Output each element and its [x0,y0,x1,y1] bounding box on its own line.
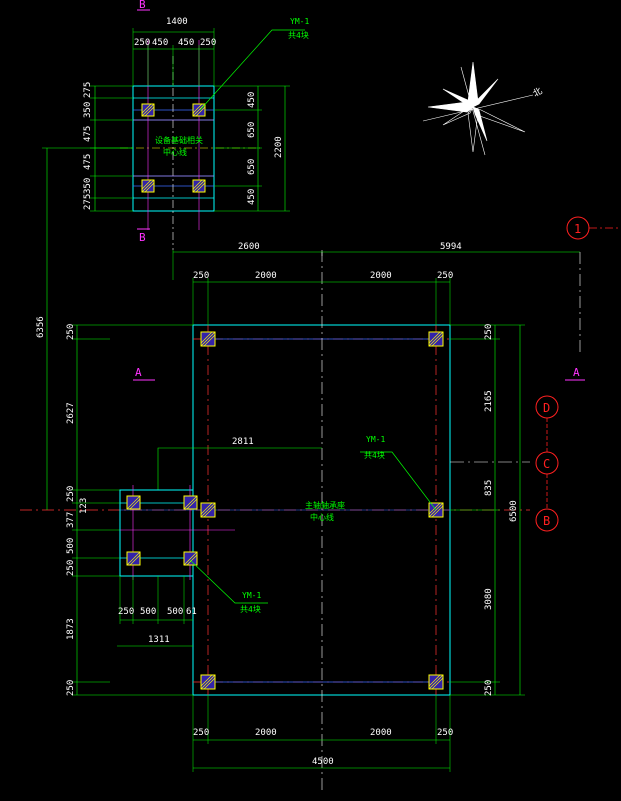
svg-text:C: C [543,457,550,471]
top-height-dim: 350 [83,102,93,118]
sub-anchor-bolt [183,495,198,510]
main-anchor-bolt [200,674,216,690]
main-right-dim: 2165 [484,390,494,412]
top-center-text-2: 中心线 [163,147,187,157]
main-left-dim: 500 [66,538,76,554]
main-bottom-dim: 2000 [370,728,392,738]
main-bottom-dim: 250 [437,728,453,738]
top-tag-leader [199,29,305,111]
main-left-dim: 250 [66,680,76,696]
top-height-total: 2200 [274,136,284,158]
axis-bubble-b [535,508,559,532]
dim-2600: 2600 [238,242,260,252]
main-left-dim: 377 [66,512,76,528]
main-right-dim: 250 [484,680,494,696]
sub-anchor-bolt [183,551,198,566]
top-anchor-bolt [141,103,155,117]
main-bottom-total: 4500 [312,757,334,767]
top-height-dim-right: 650 [247,159,257,175]
section-mark-b-top: B [139,0,146,11]
main-left-dim: 1873 [66,618,76,640]
section-mark-a-right: A [573,366,580,379]
main-right-total: 6500 [509,500,519,522]
north-label: 北 [531,86,544,100]
sub-foundation-outline [119,489,193,577]
main-top-dim: 2000 [255,271,277,281]
main-anchor-bolt [200,502,216,518]
top-height-dim: 475 [83,154,93,170]
dim-2811: 2811 [232,437,254,447]
sub-tag-sub: 共4块 [240,604,261,614]
top-width-dim: 450 [152,38,168,48]
top-height-dim: 275 [83,82,93,98]
main-left-dim: 250 [66,486,76,502]
main-right-dim: 835 [484,480,494,496]
top-height-dim: 275 [83,194,93,210]
sub-bottom-dim: 250 [118,607,134,617]
main-center-text-2: 中心线 [310,512,334,522]
main-anchor-bolt [428,674,444,690]
main-top-dim: 2000 [370,271,392,281]
top-width-total: 1400 [166,17,188,27]
top-height-dim-right: 650 [247,122,257,138]
main-top-dim: 250 [437,271,453,281]
dim-5994: 5994 [440,242,462,252]
top-anchor-bolt [192,103,206,117]
main-left-dim: 250 [66,560,76,576]
main-top-dim: 250 [193,271,209,281]
sub-foundation-plan: 250 500 500 61 1311 YM-1 共4块 [117,485,268,647]
section-mark-a-left: A [135,366,142,379]
top-height-dim: 475 [83,126,93,142]
top-tag: YM-1 [290,17,309,26]
top-height-dim-right: 450 [247,92,257,108]
main-left-dim: 123 [79,498,89,514]
sub-tag-leader [189,559,268,604]
svg-text:B: B [543,514,550,528]
sub-bottom-dim: 500 [167,607,183,617]
top-height-dim: 350 [83,178,93,194]
main-tag-leader [360,451,437,511]
sub-total-dim: 1311 [148,635,170,645]
sub-anchor-bolt [126,551,141,566]
main-left-dim: 2627 [66,402,76,424]
top-foundation-outline [132,85,215,212]
main-bottom-dim: 250 [193,728,209,738]
top-width-dim: 450 [178,38,194,48]
main-left-dim: 250 [66,324,76,340]
main-anchor-bolt [200,331,216,347]
axis-bubbles: 1 D C B [535,216,621,532]
main-center-text: 主轴轴承座 [305,500,345,510]
svg-text:1: 1 [574,222,581,236]
main-right-dim: 3080 [484,588,494,610]
top-height-dim-right: 450 [247,189,257,205]
top-anchor-bolt [192,179,206,193]
top-width-dim: 250 [200,38,216,48]
sub-tag: YM-1 [242,591,261,600]
north-arrow-compass: 北 [422,61,544,156]
main-tag: YM-1 [366,435,385,444]
top-anchor-bolt [141,179,155,193]
top-width-dim: 250 [134,38,150,48]
svg-text:D: D [543,401,550,415]
main-tag-sub: 共4块 [364,450,385,460]
top-foundation-plan: 1400 250 450 450 250 275 350 475 475 350… [83,0,309,250]
main-right-dim: 250 [484,324,494,340]
main-bottom-dim: 2000 [255,728,277,738]
section-mark-b-bottom: B [139,231,146,244]
top-center-text: 设备基础相关 [155,135,203,145]
sub-bottom-dim: 500 [140,607,156,617]
main-foundation-plan: 主轴轴承座 中心线 2600 5994 250 2000 2000 250 25… [20,147,585,790]
sub-bottom-dim: 61 [186,607,197,617]
main-anchor-bolt [428,331,444,347]
top-tag-sub: 共4块 [288,30,309,40]
main-left-outer: 6356 [36,316,46,338]
sub-anchor-bolt [126,495,141,510]
